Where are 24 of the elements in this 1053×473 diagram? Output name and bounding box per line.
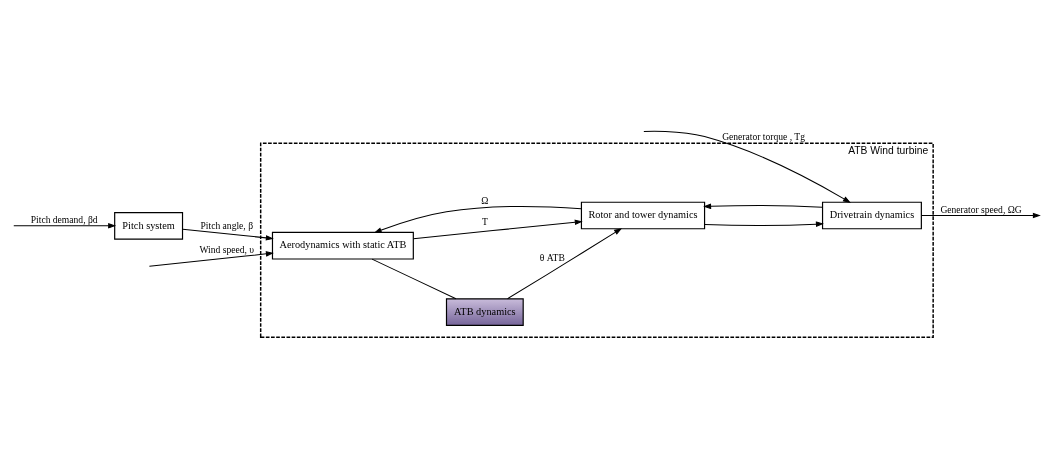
edge-label: Wind speed, υ [199, 243, 255, 255]
arrow [13, 222, 117, 229]
edge-label: T [481, 215, 488, 227]
arrow [182, 228, 274, 241]
node-box: Aerodynamics with static ATB [271, 231, 414, 260]
node-box: ATB dynamics [445, 297, 524, 326]
arrow [921, 212, 1041, 218]
connector [371, 258, 457, 299]
arrow [148, 250, 274, 267]
node-box: Drivetrain dynamics [821, 201, 922, 229]
edge-label: Generator torque , Tg [722, 130, 805, 142]
edge-label: Generator speed, ΩG [940, 203, 1022, 215]
arrow [507, 227, 623, 299]
edge-label: Ω [481, 194, 489, 206]
node-box: Rotor and tower dynamics [580, 201, 706, 229]
arrow [643, 130, 851, 203]
node-box: Pitch system [114, 211, 184, 240]
arrow [704, 220, 824, 227]
arrow [373, 205, 582, 233]
arrow [703, 203, 823, 209]
edge-label: θ ATB [539, 251, 565, 263]
arrow [412, 219, 583, 239]
edge-label: Pitch angle, β [200, 219, 254, 231]
edge-label: Pitch demand, βd [30, 213, 98, 225]
